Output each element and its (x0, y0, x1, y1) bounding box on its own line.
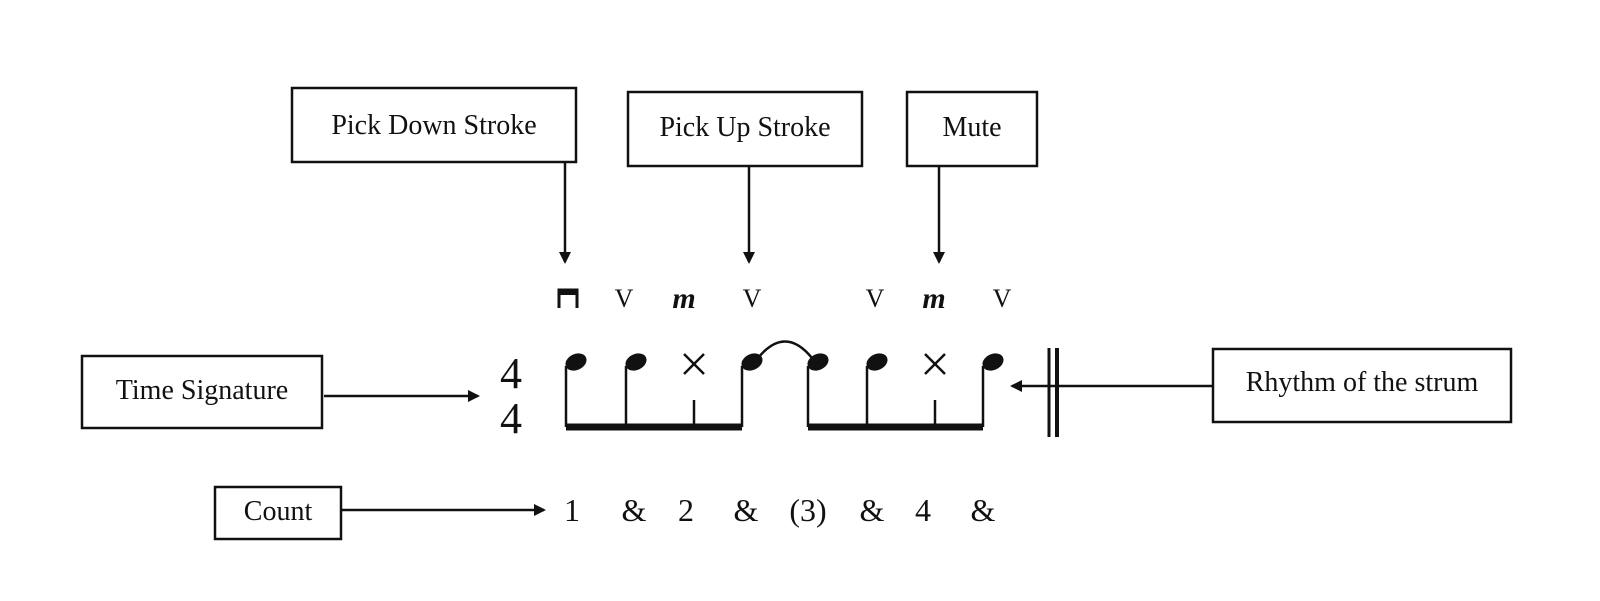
pick-down-stroke-label: Pick Down Stroke (331, 110, 536, 141)
count-beat: 1 (564, 492, 580, 528)
pick-up-stroke-mark: V (993, 284, 1012, 313)
rhythm-callout: Rhythm of the strum (1010, 347, 1513, 424)
note-head (982, 353, 1004, 371)
note-head (807, 353, 829, 371)
count-label: Count (244, 496, 313, 527)
count-beat: 2 (678, 492, 694, 528)
time-signature-bottom: 4 (500, 394, 522, 443)
pick-down-stroke-box (290, 86, 578, 164)
tie (757, 340, 813, 359)
rhythm-label: Rhythm of the strum (1246, 367, 1479, 398)
note-head (741, 353, 763, 371)
note-head (565, 353, 587, 371)
time-signature-box (80, 354, 324, 430)
count-beat: & (734, 492, 759, 528)
count-beat: & (860, 492, 885, 528)
pick-up-stroke-callout: Pick Up Stroke (626, 90, 864, 264)
mute-callout: Mute (905, 90, 1039, 264)
pick-down-stroke-callout: Pick Down Stroke (290, 86, 578, 264)
mute-mark: m (672, 282, 695, 315)
mute-x-head (924, 353, 946, 375)
pick-up-stroke-mark: V (743, 284, 762, 313)
count-beat: & (622, 492, 647, 528)
mute-label: Mute (942, 112, 1001, 143)
count-row: 1&2&(3)&4& (564, 492, 996, 528)
pick-up-stroke-mark: V (866, 284, 885, 313)
pick-up-stroke-box (626, 90, 864, 168)
count-beat: & (971, 492, 996, 528)
note-head (866, 353, 888, 371)
time-signature-top: 4 (500, 349, 522, 398)
count-beat: 4 (915, 492, 931, 528)
rhythm-notation (564, 340, 1059, 437)
count-beat: (3) (789, 492, 826, 528)
count-box (213, 485, 343, 541)
pick-up-stroke-mark: V (615, 284, 634, 313)
mute-box (905, 90, 1039, 168)
time-signature-callout: Time Signature (80, 354, 480, 430)
pick-down-stroke-icon (557, 288, 579, 308)
mute-mark: m (922, 282, 945, 315)
count-callout: Count (213, 485, 546, 541)
pick-up-stroke-label: Pick Up Stroke (659, 112, 830, 143)
note-head (625, 353, 647, 371)
time-signature-label: Time Signature (116, 375, 288, 406)
mute-x-head (683, 353, 705, 375)
